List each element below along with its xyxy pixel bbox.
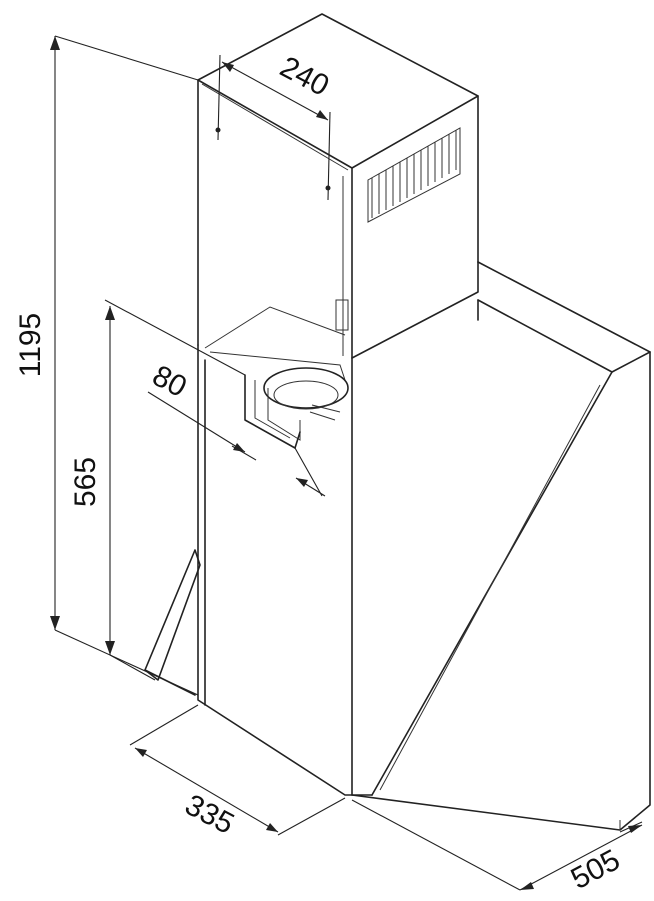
upper-chimney: [197, 13, 479, 359]
label-335: 335: [180, 788, 240, 841]
dimension-565: 565: [69, 299, 246, 681]
label-1195: 1195: [14, 313, 47, 378]
glass-canopy: [351, 261, 651, 831]
label-80: 80: [147, 359, 192, 404]
label-505: 505: [566, 843, 626, 896]
dimension-240: 240: [215, 50, 335, 201]
label-240: 240: [275, 50, 335, 103]
dimension-80: 80: [147, 359, 326, 497]
vent-slots: [367, 127, 461, 223]
dimension-1195: 1195: [14, 35, 199, 696]
left-bracket: [144, 549, 201, 696]
label-565: 565: [69, 457, 102, 507]
motor-housing: [197, 299, 353, 796]
